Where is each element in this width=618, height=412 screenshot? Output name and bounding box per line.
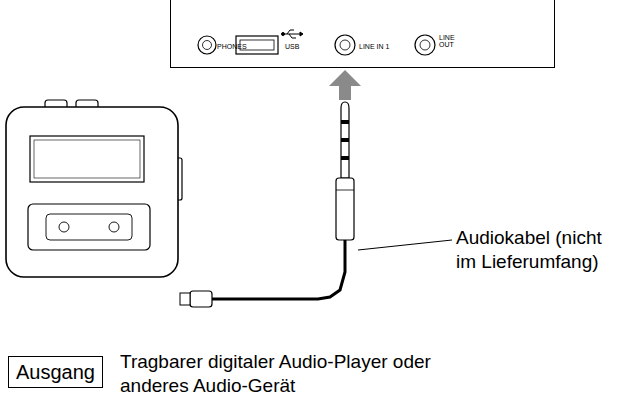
cable-label: Audiokabel (nicht im Lieferumfang) — [456, 226, 606, 274]
phones-jack-inner — [203, 41, 212, 50]
player-display — [30, 136, 144, 182]
player-plug-sleeve — [180, 293, 190, 305]
line-in-jack — [335, 35, 355, 55]
line-in-jack-inner — [340, 40, 350, 50]
usb-symbol — [282, 30, 304, 38]
jack-label: LINE OUT — [439, 34, 461, 49]
cassette-inner — [46, 214, 132, 240]
line-out-jack-inner — [420, 40, 430, 50]
line-out-jack — [415, 35, 435, 55]
plug-grip — [336, 190, 354, 191]
jack-label: USB — [285, 43, 299, 50]
phones-jack — [198, 36, 216, 54]
cassette-window — [28, 204, 150, 250]
box-text: Ausgang — [16, 361, 95, 383]
leader-line — [358, 240, 452, 250]
cassette-reel — [109, 222, 119, 232]
output-box: Ausgang — [8, 356, 103, 388]
device-panel: PHONES USB LINE IN 1 LINE OUT — [170, 0, 555, 68]
jack-label: LINE IN 1 — [359, 43, 389, 50]
plug-body — [336, 178, 354, 240]
player-display-inner — [34, 140, 140, 178]
plug-ring — [341, 156, 349, 160]
audio-cable — [212, 240, 345, 299]
plug-ring — [341, 120, 349, 124]
cassette-reel — [59, 222, 69, 232]
plug-ring — [341, 138, 349, 142]
jack-label: PHONES — [217, 43, 247, 50]
insert-arrow — [329, 70, 361, 100]
plug-tip — [341, 102, 349, 178]
player-plug-body — [190, 291, 212, 307]
device-caption: Tragbarer digitaler Audio-Player oder an… — [120, 350, 450, 398]
player-body — [6, 107, 178, 277]
